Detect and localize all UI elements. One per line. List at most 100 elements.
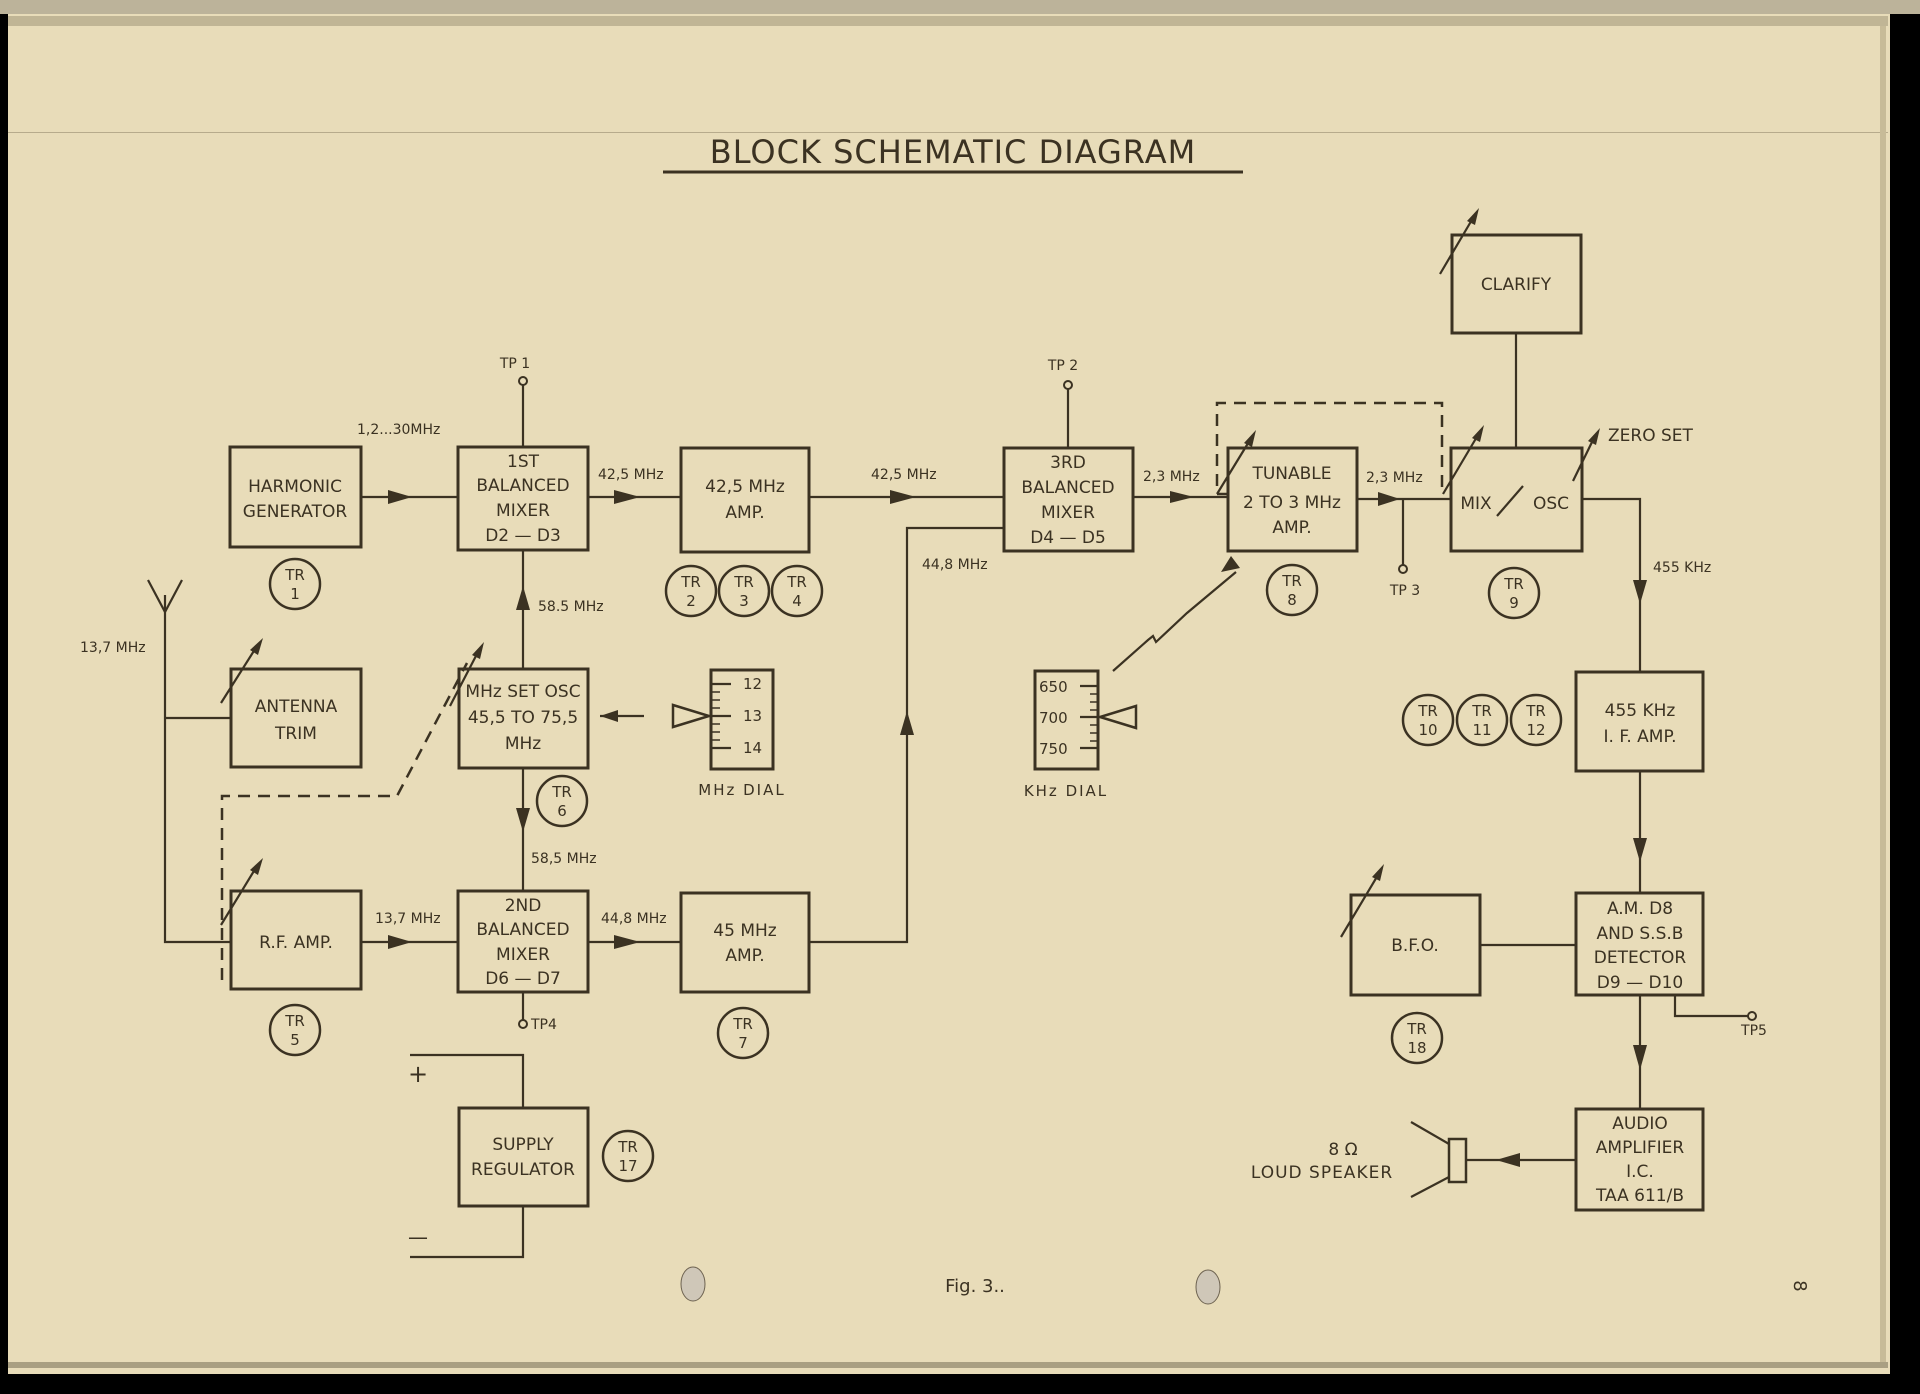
test-point-label: TP5	[1740, 1023, 1767, 1039]
block-label: AND S.S.B	[1597, 924, 1684, 944]
variable-tuning-symbols	[220, 208, 1600, 938]
dial-pointer-icon	[671, 703, 714, 729]
transistor-tr10: TR 10	[1401, 693, 1455, 747]
block-label: B.F.O.	[1391, 936, 1439, 956]
test-point-tp2: TP 2	[1047, 358, 1078, 390]
block-antenna-trim: ANTENNA TRIM	[229, 667, 363, 769]
speaker-impedance: 8 Ω	[1328, 1140, 1357, 1160]
block-label: REGULATOR	[471, 1160, 575, 1180]
block-label: MIXER	[496, 501, 550, 521]
block-label: AMPLIFIER	[1596, 1138, 1685, 1158]
block-label: I. F. AMP.	[1604, 727, 1677, 747]
block-label: MHz	[505, 734, 541, 754]
transistor-label: 8	[1287, 591, 1297, 609]
transistor-label: TR	[284, 566, 305, 584]
freq-label: 44,8 MHz	[601, 911, 667, 927]
test-point-tp5: TP5	[1740, 1011, 1767, 1039]
block-label: 455 KHz	[1605, 701, 1676, 721]
freq-label: 2,3 MHz	[1366, 470, 1423, 486]
block-label: 3RD	[1050, 453, 1086, 473]
transistor-label: 12	[1526, 721, 1545, 739]
transistor-label: TR	[1417, 702, 1438, 720]
transistor-tr11: TR 11	[1455, 693, 1509, 747]
block-label: TRIM	[274, 724, 317, 744]
transistor-label: TR	[1281, 572, 1302, 590]
test-point-tp1: TP 1	[499, 356, 530, 386]
speaker-icon	[1447, 1137, 1468, 1184]
dial-tick-label: 700	[1039, 709, 1068, 727]
block-am-ssb-detector: A.M. D8 AND S.S.B DETECTOR D9 — D10	[1574, 891, 1705, 997]
block-mhz-set-osc: MHz SET OSC 45,5 TO 75,5 MHz	[457, 667, 590, 770]
transistor-label: 18	[1407, 1039, 1426, 1057]
block-label: A.M. D8	[1607, 899, 1673, 919]
block-harmonic-generator: HARMONIC GENERATOR	[228, 445, 363, 549]
supply-plus-terminal: +	[408, 1060, 428, 1088]
transistor-label: TR	[1471, 702, 1492, 720]
paper-bottom-edge	[8, 1362, 1888, 1368]
freq-label: 42,5 MHz	[598, 467, 664, 483]
block-label: 42,5 MHz	[705, 477, 785, 497]
transistor-label: TR	[733, 573, 754, 591]
block-label: AMP.	[725, 946, 764, 966]
dial-tick-label: 650	[1039, 678, 1068, 696]
dial-tick-label: 12	[743, 675, 762, 693]
transistor-label: 7	[738, 1034, 748, 1052]
test-point-tp4: TP4	[518, 1017, 557, 1033]
freq-label: 44,8 MHz	[922, 557, 988, 573]
transistor-tr8: TR 8	[1265, 563, 1319, 617]
transistor-tr18: TR 18	[1390, 1011, 1444, 1065]
speaker-label: LOUD SPEAKER	[1251, 1163, 1393, 1183]
block-label: MIX	[1460, 494, 1492, 514]
transistor-label: TR	[732, 1015, 753, 1033]
freq-label: 42,5 MHz	[871, 467, 937, 483]
block-label: BALANCED	[1021, 478, 1114, 498]
signal-arrows	[388, 490, 1647, 1167]
block-3rd-balanced-mixer: 3RD BALANCED MIXER D4 — D5	[1002, 446, 1135, 553]
transistor-tr6: TR 6	[535, 774, 589, 828]
transistor-label: TR	[617, 1138, 638, 1156]
freq-label: 58,5 MHz	[531, 851, 597, 867]
transistor-label: 6	[557, 802, 567, 820]
freq-label: 58.5 MHz	[538, 599, 604, 615]
transistor-label: 17	[618, 1157, 637, 1175]
mhz-dial-label: MHz DIAL	[698, 781, 785, 799]
dial-tick-label: 14	[743, 739, 762, 757]
freq-label: 2,3 MHz	[1143, 469, 1200, 485]
block-tunable-amp: TUNABLE 2 TO 3 MHz AMP.	[1226, 446, 1359, 553]
block-label: MIXER	[496, 945, 550, 965]
transistor-tr4: TR 4	[770, 564, 824, 618]
block-label: ANTENNA	[255, 697, 338, 717]
mhz-dial: 12 13 14 MHz DIAL	[671, 668, 785, 799]
block-rf-amp: R.F. AMP.	[229, 889, 363, 991]
block-label: TUNABLE	[1251, 464, 1331, 484]
block-label: HARMONIC	[248, 477, 342, 497]
test-point-label: TP 1	[499, 356, 530, 372]
block-label: 45,5 TO 75,5	[468, 708, 578, 728]
freq-label: 1,2...30MHz	[357, 422, 440, 438]
block-label: D9 — D10	[1597, 973, 1683, 993]
block-bfo: B.F.O.	[1349, 893, 1482, 997]
fold-line	[8, 132, 1888, 133]
test-point-label: TP4	[530, 1017, 557, 1033]
paper-top-edge	[8, 16, 1888, 26]
block-1st-balanced-mixer: 1ST BALANCED MIXER D2 — D3	[456, 445, 590, 552]
transistor-label: 10	[1418, 721, 1437, 739]
transistor-label: TR	[786, 573, 807, 591]
block-label: D2 — D3	[485, 526, 561, 546]
block-clarify: CLARIFY	[1450, 233, 1583, 335]
transistor-label: TR	[551, 783, 572, 801]
block-label: MHz SET OSC	[465, 682, 580, 702]
block-audio-amplifier: AUDIO AMPLIFIER I.C. TAA 611/B	[1574, 1107, 1705, 1212]
block-label: R.F. AMP.	[259, 933, 333, 953]
gang-link-rf-osc	[220, 662, 469, 980]
block-label: BALANCED	[476, 920, 569, 940]
block-supply-regulator: SUPPLY REGULATOR	[457, 1106, 590, 1208]
block-label: 2 TO 3 MHz	[1243, 493, 1341, 513]
zero-set-label: ZERO SET	[1608, 426, 1694, 446]
khz-dial: 650 700 750 KHz DIAL	[1024, 669, 1138, 800]
supply-minus-terminal: —	[408, 1225, 428, 1249]
transistor-label: 4	[792, 592, 802, 610]
freq-label: 455 KHz	[1653, 560, 1711, 576]
block-label: 2ND	[505, 896, 542, 916]
block-label: AUDIO	[1612, 1114, 1668, 1134]
